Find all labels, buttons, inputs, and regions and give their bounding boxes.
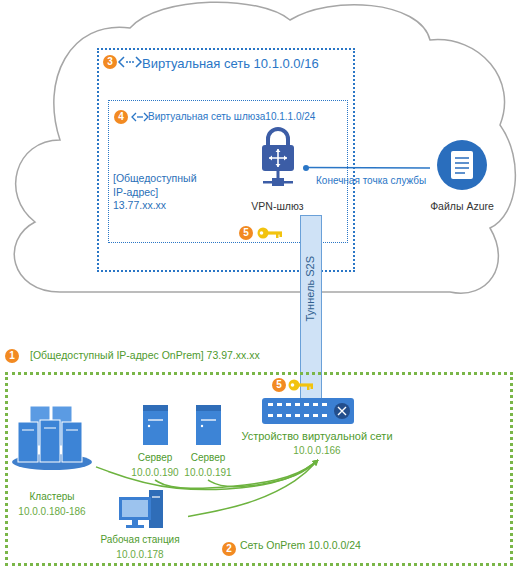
clusters-icon [12, 406, 92, 470]
callout-number: 2 [222, 542, 236, 556]
public-ip-note: [Общедоступный IP-адрес] 13.77.xx.xx [113, 172, 205, 213]
network-title: Сеть OnPrem 10.0.0.0/24 [240, 539, 440, 552]
callout-number: 5 [239, 226, 253, 240]
workstation-icon [119, 490, 163, 528]
callout-number: 1 [5, 349, 19, 363]
network-device-node: Устройство виртуальной сети10.0.0.166 [232, 394, 402, 460]
onprem-network-box: [Общедоступный IP-адрес OnPrem] 73.97.xx… [5, 372, 513, 566]
vpn-gateway-icon [262, 129, 294, 186]
callout-circles [5, 55, 286, 556]
server-icon [143, 405, 168, 445]
clusters-node: Кластеры 10.0.0.180-186 [8, 402, 96, 520]
ip-address: 10.0.0.191 [181, 467, 235, 480]
server-icon [196, 405, 221, 445]
vnet-icon [119, 57, 141, 67]
lan-link [155, 460, 318, 488]
lan-link [96, 460, 318, 490]
azure-files: Файлы Azure [430, 136, 494, 216]
edge-label: Конечная точка службы [316, 174, 426, 187]
ip-address: 10.0.0.190 [128, 467, 182, 480]
key-icon [289, 380, 314, 391]
ip-address: 10.0.0.166 [232, 445, 402, 458]
service-endpoint-line [306, 167, 431, 169]
public-ip-heading: [Общедоступный IP-адрес OnPrem] 73.97.xx… [30, 349, 330, 362]
subnet-icon-dots [137, 116, 143, 118]
callout-number: 4 [114, 110, 128, 124]
ip-address: 10.0.0.180-186 [8, 506, 96, 519]
device-name: Сервер [181, 452, 235, 465]
azure-files-icon [437, 140, 487, 190]
lan-link [188, 460, 318, 516]
server-node: Сервер 10.0.0.191 [181, 402, 235, 480]
device-name: Сервер [128, 452, 182, 465]
lan-link [208, 460, 318, 487]
device-name: Рабочая станция [92, 534, 188, 547]
switch-icon [262, 398, 354, 424]
network-title: Виртуальная сеть 10.1.0.0/16 [142, 56, 347, 72]
ip-address: 10.0.0.178 [92, 549, 188, 562]
server-node: Сервер 10.0.0.190 [128, 402, 182, 480]
workstation-node: Рабочая станция 10.0.0.178 [92, 486, 188, 562]
vnet-icon-dots [126, 61, 134, 63]
callout-number: 5 [272, 378, 286, 392]
tunnel-label: Туннель S2S [304, 256, 318, 322]
key-icon [258, 228, 283, 239]
cloud-outline [14, 2, 515, 293]
endpoint-dot [303, 165, 309, 171]
vpn-gateway: VPN-шлюз [250, 126, 306, 216]
subnet-title: Виртуальная сеть шлюза10.1.1.0/24 [148, 111, 343, 124]
service-name: Файлы Azure [430, 200, 494, 213]
device-name: Кластеры [8, 491, 96, 504]
device-name: Устройство виртуальной сети [232, 430, 402, 444]
device-name: VPN-шлюз [250, 200, 306, 213]
callout-number: 3 [103, 55, 117, 69]
subnet-icon [132, 113, 148, 121]
